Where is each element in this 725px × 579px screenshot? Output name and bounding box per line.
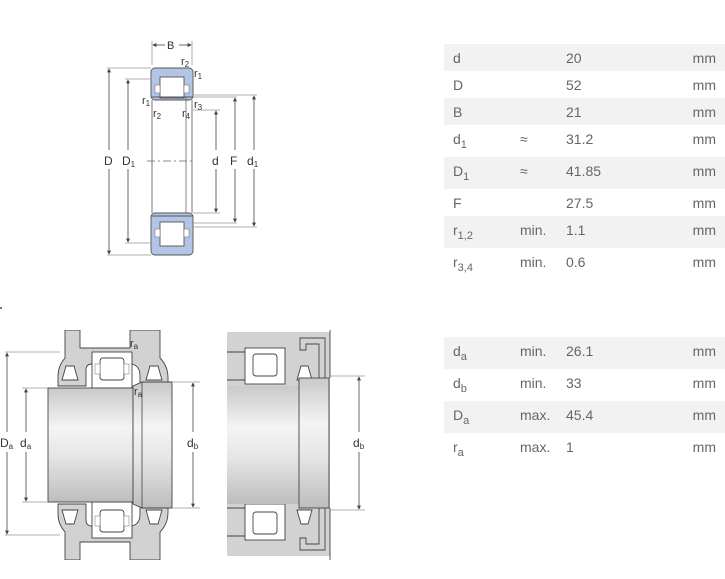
row-qualifier: min. bbox=[520, 222, 547, 238]
row-value: 33 bbox=[566, 375, 582, 391]
row-unit: mm bbox=[692, 439, 716, 455]
table-row: r1,2 min. 1.1 mm bbox=[444, 216, 725, 248]
row-symbol: Da bbox=[453, 407, 470, 427]
label-r2-top: r2 bbox=[181, 56, 190, 69]
table-row: Da max. 45.4 mm bbox=[444, 401, 725, 433]
row-qualifier: min. bbox=[520, 254, 547, 270]
seal-top-left bbox=[61, 365, 79, 381]
end-cover-top bbox=[299, 337, 326, 381]
label-r4: r4 bbox=[182, 108, 191, 121]
shaft-right bbox=[227, 386, 299, 504]
row-unit: mm bbox=[692, 343, 716, 359]
label-bore-d: d bbox=[212, 154, 219, 168]
row-symbol: r3,4 bbox=[453, 254, 473, 274]
table-row: r3,4 min. 0.6 mm bbox=[444, 248, 725, 280]
mounting-drawing-left: Da da db ra ra bbox=[0, 330, 200, 560]
label-outer-diameter-d: D bbox=[104, 154, 113, 168]
label-ra-mid: ra bbox=[134, 386, 143, 399]
row-value: 1 bbox=[566, 439, 574, 455]
row-value: 31.2 bbox=[566, 131, 594, 147]
label-da-upper: Da bbox=[0, 436, 14, 451]
row-qualifier: ≈ bbox=[520, 131, 528, 147]
row-qualifier: max. bbox=[520, 407, 551, 423]
table-row: ra max. 1 mm bbox=[444, 433, 725, 465]
bearing-bottom-section bbox=[150, 212, 194, 256]
row-unit: mm bbox=[692, 254, 716, 270]
row-symbol: D bbox=[453, 77, 464, 93]
seal-bottom-right bbox=[145, 509, 163, 525]
row-symbol: db bbox=[453, 375, 467, 395]
bearing-cross-section-drawing: B D D1 d F d1 r2 bbox=[104, 40, 259, 256]
label-d1-upper: D1 bbox=[122, 154, 136, 169]
label-ra-top: ra bbox=[130, 338, 139, 351]
row-value: 26.1 bbox=[566, 343, 594, 359]
row-symbol: r1,2 bbox=[453, 222, 473, 242]
row-unit: mm bbox=[692, 407, 716, 423]
row-unit: mm bbox=[692, 163, 716, 179]
row-symbol: ra bbox=[453, 439, 464, 459]
shaft bbox=[47, 387, 134, 503]
label-f: F bbox=[230, 154, 237, 168]
label-r3: r3 bbox=[194, 99, 203, 112]
row-symbol: F bbox=[453, 195, 462, 211]
row-symbol: B bbox=[453, 104, 463, 120]
seal-bottom-left bbox=[61, 509, 79, 525]
table-row: D1 ≈ 41.85 mm bbox=[444, 157, 725, 189]
label-da-lower: da bbox=[20, 436, 32, 451]
label-db-right: db bbox=[353, 436, 365, 451]
row-value: 41.85 bbox=[566, 163, 602, 179]
row-unit: mm bbox=[692, 131, 716, 147]
shaft-end bbox=[298, 377, 330, 509]
mounting-drawing-right: db bbox=[227, 330, 365, 560]
row-value: 1.1 bbox=[566, 222, 586, 238]
row-unit: mm bbox=[692, 222, 716, 238]
row-unit: mm bbox=[692, 50, 716, 66]
table-row: da min. 26.1 mm bbox=[444, 337, 725, 369]
label-r1-left: r1 bbox=[142, 95, 151, 108]
label-d1-lower: d1 bbox=[247, 154, 259, 169]
row-value: 45.4 bbox=[566, 407, 594, 423]
table-row: db min. 33 mm bbox=[444, 369, 725, 401]
row-qualifier: max. bbox=[520, 439, 551, 455]
label-db-left: db bbox=[187, 436, 199, 451]
row-value: 52 bbox=[566, 77, 582, 93]
row-value: 27.5 bbox=[566, 195, 594, 211]
table-row: d 20 mm bbox=[444, 44, 725, 71]
end-cover-bottom bbox=[299, 507, 326, 551]
table-row: d1 ≈ 31.2 mm bbox=[444, 125, 725, 157]
row-qualifier: min. bbox=[520, 343, 547, 359]
row-unit: mm bbox=[692, 104, 716, 120]
row-value: 20 bbox=[566, 50, 582, 66]
row-value: 21 bbox=[566, 104, 582, 120]
row-qualifier: ≈ bbox=[520, 163, 528, 179]
abutment-dimensions-table: da min. 26.1 mm db min. 33 mm Da max. 45… bbox=[444, 337, 725, 465]
row-unit: mm bbox=[692, 195, 716, 211]
row-value: 0.6 bbox=[566, 254, 586, 270]
label-r1-top: r1 bbox=[194, 68, 203, 81]
row-symbol: da bbox=[453, 343, 467, 363]
table-row: B 21 mm bbox=[444, 98, 725, 125]
row-symbol: d bbox=[453, 50, 461, 66]
edge-mark bbox=[0, 307, 2, 309]
row-symbol: d1 bbox=[453, 131, 467, 151]
label-b: B bbox=[167, 40, 174, 52]
dimensions-table: d 20 mm D 52 mm B 21 mm d1 ≈ 31.2 mm D1 … bbox=[444, 44, 725, 280]
row-symbol: D1 bbox=[453, 163, 470, 183]
table-row: D 52 mm bbox=[444, 71, 725, 98]
row-unit: mm bbox=[692, 77, 716, 93]
table-row: F 27.5 mm bbox=[444, 189, 725, 216]
label-r2-bottom: r2 bbox=[153, 108, 162, 121]
shaft-shoulder bbox=[132, 381, 173, 509]
row-qualifier: min. bbox=[520, 375, 547, 391]
bearing-top-section bbox=[150, 67, 194, 101]
row-unit: mm bbox=[692, 375, 716, 391]
seal-top-right bbox=[145, 365, 163, 381]
